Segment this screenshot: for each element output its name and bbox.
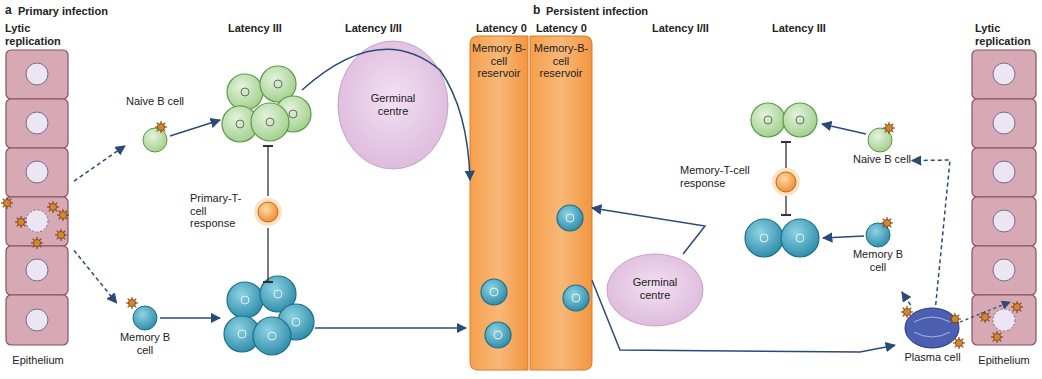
connector-arrow: [74, 146, 125, 181]
connector-arrow: [912, 160, 950, 305]
reservoir-band: Memory B-cell reservoir: [470, 36, 528, 370]
b-cell: Memory B cell: [846, 220, 910, 292]
t-cell: Memory-T-cell response: [680, 160, 800, 206]
b-cell: Naive B cell: [852, 125, 912, 197]
node-label: Memory B cell: [846, 248, 910, 273]
germinal-centre: Germinal centre: [607, 254, 703, 326]
node-label: Memory-B-cell reservoir: [530, 42, 592, 80]
node-label: Naive B cell: [125, 95, 185, 108]
reservoir-band: Memory-B-cell reservoir: [530, 36, 592, 370]
node-label: Plasma cell: [895, 351, 970, 364]
plasma-cell: Plasma cell: [895, 305, 970, 371]
node-label: Epithelium: [2, 354, 74, 367]
germinal-centre: Germinal centre: [338, 40, 448, 170]
connector-arrow: [592, 208, 705, 254]
connector-arrow: [902, 292, 911, 305]
connector-arrow: [74, 250, 117, 303]
panel-label: Latency 0: [536, 22, 587, 35]
connector-arrow: [592, 280, 895, 352]
node-label: Primary-T-cell response: [190, 192, 254, 230]
epithelium: Epithelium: [968, 42, 1040, 370]
node-label: Memory-T-cell response: [680, 164, 760, 189]
panel-label: Latency I/II: [652, 22, 709, 35]
panel-label: Latency 0: [476, 22, 527, 35]
node-label: Naive B cell: [852, 153, 912, 166]
t-cell: Primary-T-cell response: [190, 190, 282, 236]
panel-label: Lytic replication: [975, 22, 1037, 47]
node-label: Memory B-cell reservoir: [470, 42, 528, 80]
b-cell: Naive B cell: [125, 95, 185, 155]
panel-label: Latency III: [228, 22, 282, 35]
node-label: Germinal centre: [356, 92, 430, 117]
node-label: Germinal centre: [617, 276, 693, 301]
node-label: Epithelium: [968, 354, 1040, 367]
panel-label: Primary infection: [18, 5, 108, 18]
panel-label: Latency III: [772, 22, 826, 35]
panel-label: a: [5, 4, 12, 18]
panel-label: Persistent infection: [546, 5, 648, 18]
epithelium: Epithelium: [2, 42, 74, 370]
b-cell: Memory B cell: [115, 303, 175, 373]
node-label: Memory B cell: [115, 331, 175, 356]
panel-label: b: [533, 4, 540, 18]
panel-label: Latency I/II: [345, 22, 402, 35]
panel-label: Lytic replication: [5, 22, 67, 47]
